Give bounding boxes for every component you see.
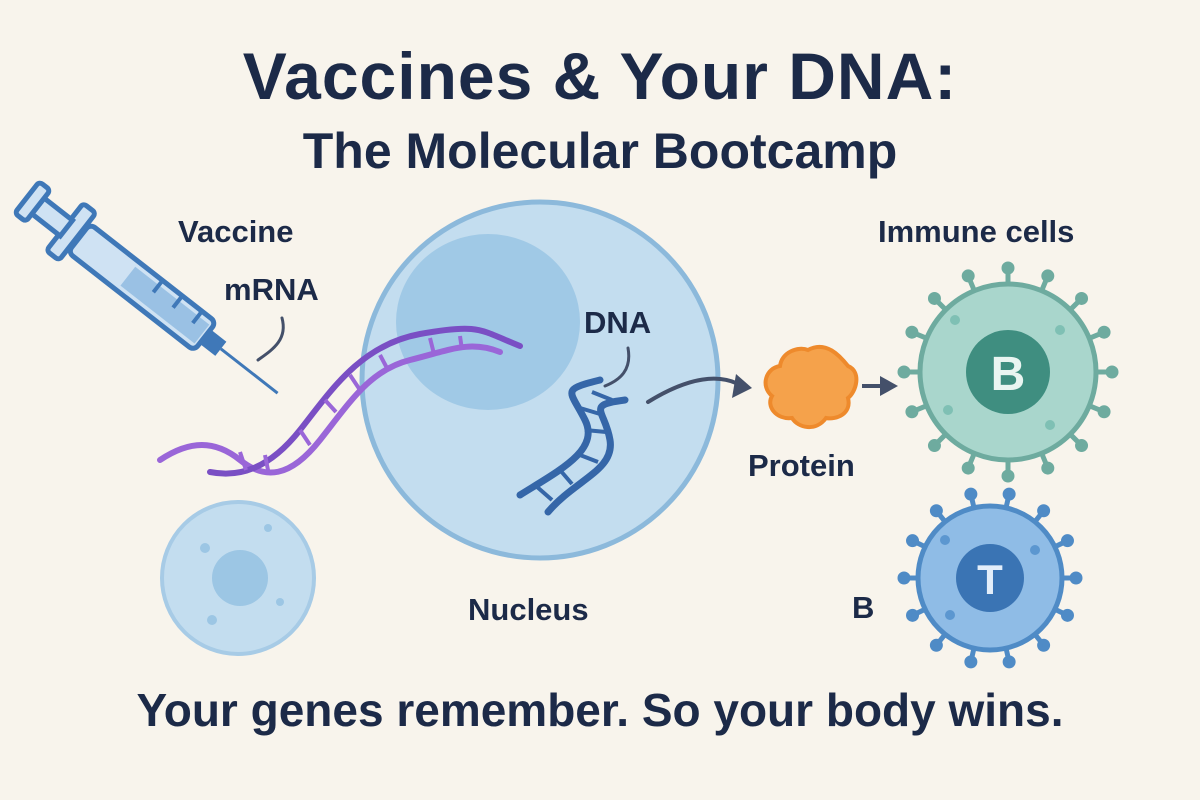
mrna-strand-icon	[157, 325, 523, 477]
cell-spike-tip	[1002, 487, 1016, 501]
cell-spike-tip	[1001, 469, 1015, 483]
cell-spike-tip	[906, 608, 920, 622]
cell-spike-tip	[1097, 325, 1111, 339]
cell-spike-tip	[1001, 261, 1015, 275]
cell-spike-tip	[905, 325, 919, 339]
page-title: Vaccines & Your DNA:	[242, 39, 958, 113]
protein-label: Protein	[748, 448, 855, 483]
cell-spike-tip	[1037, 504, 1051, 518]
cell-spike-tip	[1041, 461, 1055, 475]
vaccine-label: Vaccine	[178, 214, 294, 249]
cell-spike-tip	[927, 291, 941, 305]
cell-spike-tip	[905, 405, 919, 419]
cell-spike-tip	[906, 534, 920, 548]
nucleus-label: Nucleus	[468, 592, 589, 627]
mrna-label: mRNA	[224, 272, 319, 307]
cell-spike-tip	[1002, 655, 1016, 669]
b-cell-letter: B	[991, 348, 1026, 401]
cell-spike-tip	[1037, 638, 1051, 652]
syringe-icon	[13, 180, 279, 395]
cell-spike-tip	[1075, 439, 1089, 453]
cell-spike-tip	[897, 571, 911, 585]
page-subtitle: The Molecular Bootcamp	[302, 123, 898, 179]
b-cell-icon	[897, 261, 1119, 483]
cell-spike-tip	[1097, 405, 1111, 419]
cell-spike-tip	[961, 461, 975, 475]
cell-spike-tip	[1060, 608, 1074, 622]
cell-spike-tip	[897, 365, 911, 379]
cell-spike-tip	[964, 655, 978, 669]
dna-label: DNA	[584, 305, 652, 340]
cell-spike-tip	[929, 638, 943, 652]
t-cell-icon	[897, 487, 1083, 669]
footer-tagline: Your genes remember. So your body wins.	[136, 684, 1064, 736]
cell-spike-tip	[1069, 571, 1083, 585]
small-cell	[160, 500, 316, 656]
host-cell	[359, 199, 721, 561]
t-cell-letter: T	[977, 556, 1003, 603]
cell-spike-tip	[1060, 534, 1074, 548]
protein-icon	[763, 344, 859, 429]
cell-spike-tip	[1041, 269, 1055, 283]
cell-spike-tip	[1075, 291, 1089, 305]
cell-spike-tip	[964, 487, 978, 501]
dna-helix-icon	[516, 376, 629, 516]
cell-spike-tip	[929, 504, 943, 518]
flow-arrows	[646, 374, 898, 404]
cell-spike-tip	[927, 439, 941, 453]
immune-cells-label: Immune cells	[878, 214, 1075, 249]
cell-spike-tip	[961, 269, 975, 283]
cell-spike-tip	[1105, 365, 1119, 379]
callout-lines	[256, 316, 631, 388]
b-side-label: B	[852, 590, 875, 625]
